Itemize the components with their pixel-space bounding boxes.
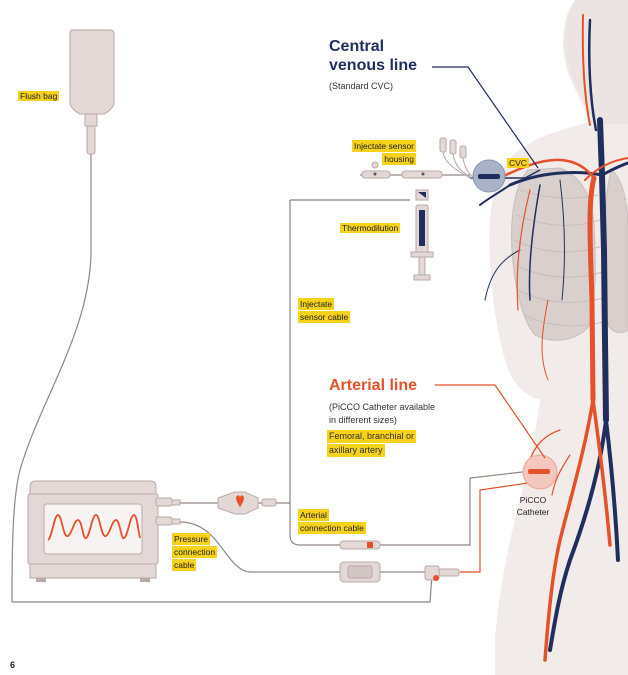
arterial-callout-line	[435, 384, 546, 459]
pressure-connection-cable-label: Pressure connection cable	[172, 533, 218, 571]
venous-system	[479, 18, 628, 652]
picco-catheter-site	[522, 454, 558, 490]
arterial-line-subtitle: (PiCCO Catheter available in different s…	[329, 402, 436, 425]
arterial-system	[480, 14, 628, 662]
sensor-junction	[217, 491, 277, 515]
lungs	[511, 167, 628, 341]
arterial-line-title: Arterial line	[329, 377, 418, 394]
central-venous-title-line1: Central	[329, 38, 385, 55]
thermodilution-label: Thermodilution	[340, 223, 401, 233]
central-venous-subtitle: (Standard CVC)	[329, 81, 394, 91]
cvc-connector	[472, 159, 506, 193]
cvc-label: CVC	[507, 158, 529, 168]
thermodilution-syringe	[410, 189, 434, 281]
picco-catheter-label: PiCCO Catheter	[516, 495, 550, 517]
central-venous-title: Central venous line	[329, 37, 417, 75]
injectate-sensor-housing-label: Injectate sensor housing	[352, 140, 417, 165]
arterial-sites-label: Femoral, branchial or axillary artery	[327, 430, 417, 457]
picco-monitor	[27, 480, 181, 582]
arterial-connection-cable-label: Arterial connection cable	[298, 509, 366, 534]
pressure-transducer	[339, 561, 460, 583]
injectate-sensor-housing	[361, 137, 475, 179]
flush-bag	[69, 29, 115, 155]
flush-bag-label: Flush bag	[18, 91, 60, 101]
central-venous-title-line2: venous line	[329, 57, 418, 74]
injectate-sensor-cable-label: Injectate sensor cable	[298, 298, 351, 323]
page-number: 6	[10, 660, 16, 670]
arterial-cable-connector	[339, 540, 381, 550]
cvc-callout-line	[432, 66, 539, 169]
